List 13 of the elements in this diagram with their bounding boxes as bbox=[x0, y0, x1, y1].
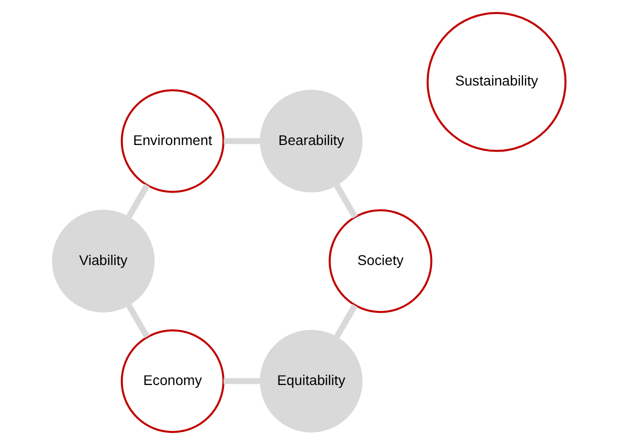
node-circle: Bearability bbox=[259, 89, 362, 192]
node-circle: Economy bbox=[120, 328, 224, 432]
node-circle: Viability bbox=[52, 209, 154, 312]
connector bbox=[334, 303, 358, 338]
connector bbox=[223, 378, 260, 384]
node-circle: Sustainability bbox=[426, 12, 566, 152]
node-circle: Equitability bbox=[259, 329, 362, 432]
connector bbox=[126, 183, 150, 218]
connector bbox=[334, 183, 358, 218]
connector bbox=[126, 303, 150, 338]
node-circle: Environment bbox=[120, 88, 224, 192]
connector bbox=[223, 138, 260, 144]
node-circle: Society bbox=[328, 208, 432, 312]
